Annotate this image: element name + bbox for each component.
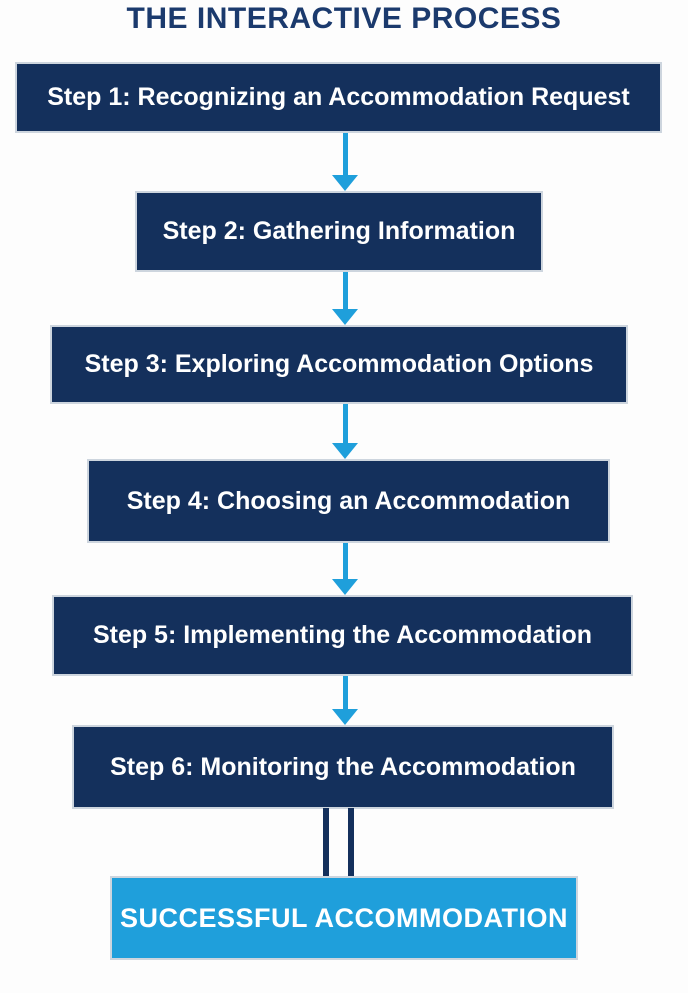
step-2-label: Step 2: Gathering Information	[162, 217, 516, 245]
step-box-4: Step 4: Choosing an Accommodation	[87, 459, 610, 543]
result-label: SUCCESSFUL ACCOMMODATION	[120, 902, 568, 933]
diagram-title: THE INTERACTIVE PROCESS	[126, 2, 562, 35]
step-4-label: Step 4: Choosing an Accommodation	[126, 486, 571, 515]
step-box-3: Step 3: Exploring Accommodation Options	[50, 325, 628, 404]
connector-bar	[323, 808, 329, 878]
step-3-label: Step 3: Exploring Accommodation Options	[84, 350, 594, 378]
connector-bar	[348, 808, 354, 878]
arrow-stem	[342, 404, 348, 443]
down-arrow-icon	[331, 272, 359, 325]
arrow-stem	[342, 133, 348, 175]
arrow-stem	[342, 676, 348, 709]
arrow-head	[332, 175, 358, 191]
step-box-2: Step 2: Gathering Information	[135, 191, 543, 272]
down-arrow-icon	[331, 404, 359, 459]
step-6-label: Step 6: Monitoring the Accommodation	[110, 752, 576, 781]
step-box-6: Step 6: Monitoring the Accommodation	[72, 725, 614, 809]
arrow-stem	[342, 543, 348, 579]
step-1-label: Step 1: Recognizing an Accommodation Req…	[47, 83, 630, 111]
step-box-5: Step 5: Implementing the Accommodation	[52, 595, 633, 676]
arrow-head	[332, 309, 358, 325]
arrow-head	[332, 709, 358, 725]
step-5-label: Step 5: Implementing the Accommodation	[92, 621, 593, 649]
arrow-head	[332, 579, 358, 595]
step-box-1: Step 1: Recognizing an Accommodation Req…	[15, 62, 662, 133]
result-box: SUCCESSFUL ACCOMMODATION	[110, 876, 578, 960]
double-line-connector	[323, 808, 354, 878]
arrow-head	[332, 443, 358, 459]
down-arrow-icon	[331, 543, 359, 595]
down-arrow-icon	[331, 676, 359, 725]
down-arrow-icon	[331, 133, 359, 191]
arrow-stem	[342, 272, 348, 309]
